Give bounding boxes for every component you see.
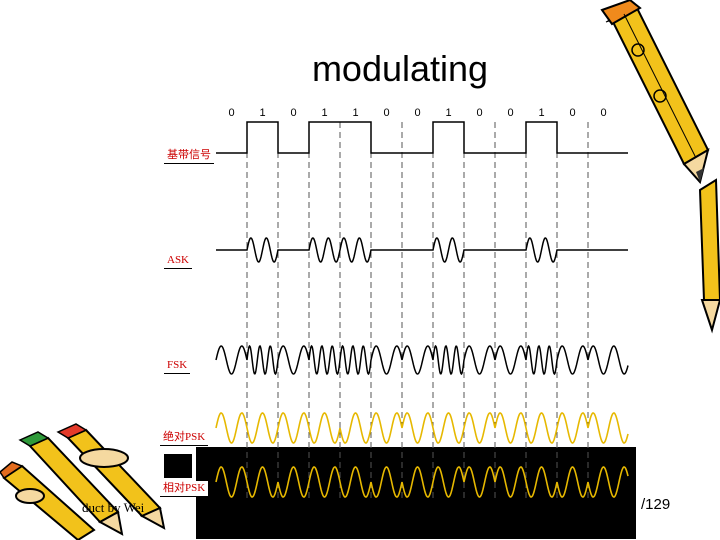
bit-label: 0 bbox=[228, 107, 234, 119]
bit-label: 1 bbox=[352, 107, 358, 119]
baseband-label: 基带信号 bbox=[164, 148, 214, 164]
label-box-dark bbox=[164, 454, 192, 478]
fsk-waveform bbox=[215, 344, 629, 376]
bit-label: 1 bbox=[259, 107, 265, 119]
psk-dark-panel bbox=[196, 447, 636, 539]
bit-label: 1 bbox=[538, 107, 544, 119]
slide-title: modulating bbox=[311, 48, 489, 89]
bit-label: 0 bbox=[600, 107, 606, 119]
bit-boundary-gridlines bbox=[246, 122, 589, 500]
baseband-waveform bbox=[216, 121, 628, 154]
bit-label: 0 bbox=[414, 107, 420, 119]
ask-label: ASK bbox=[164, 253, 193, 269]
bit-label: 1 bbox=[445, 107, 451, 119]
fsk-label: FSK bbox=[164, 358, 191, 374]
ask-waveform bbox=[216, 237, 628, 263]
bit-label: 0 bbox=[569, 107, 575, 119]
bit-label: 0 bbox=[476, 107, 482, 119]
bit-label: 0 bbox=[383, 107, 389, 119]
bit-label: 0 bbox=[290, 107, 296, 119]
absolute-psk-waveform bbox=[215, 412, 629, 444]
page-number: /129 bbox=[641, 496, 671, 513]
bit-label: 1 bbox=[321, 107, 327, 119]
bit-label: 0 bbox=[507, 107, 513, 119]
pencil-clipart-icon bbox=[600, 0, 720, 334]
relative-psk-label: 相对PSK bbox=[160, 481, 209, 497]
pencils-clipart-icon bbox=[0, 423, 166, 540]
relative-psk-waveform bbox=[215, 466, 629, 498]
footer-credit: duct by Wei bbox=[82, 500, 145, 515]
absolute-psk-label: 绝对PSK bbox=[160, 430, 209, 446]
bit-sequence: 0 1 0 1 1 0 0 1 0 0 1 0 0 bbox=[228, 107, 606, 119]
